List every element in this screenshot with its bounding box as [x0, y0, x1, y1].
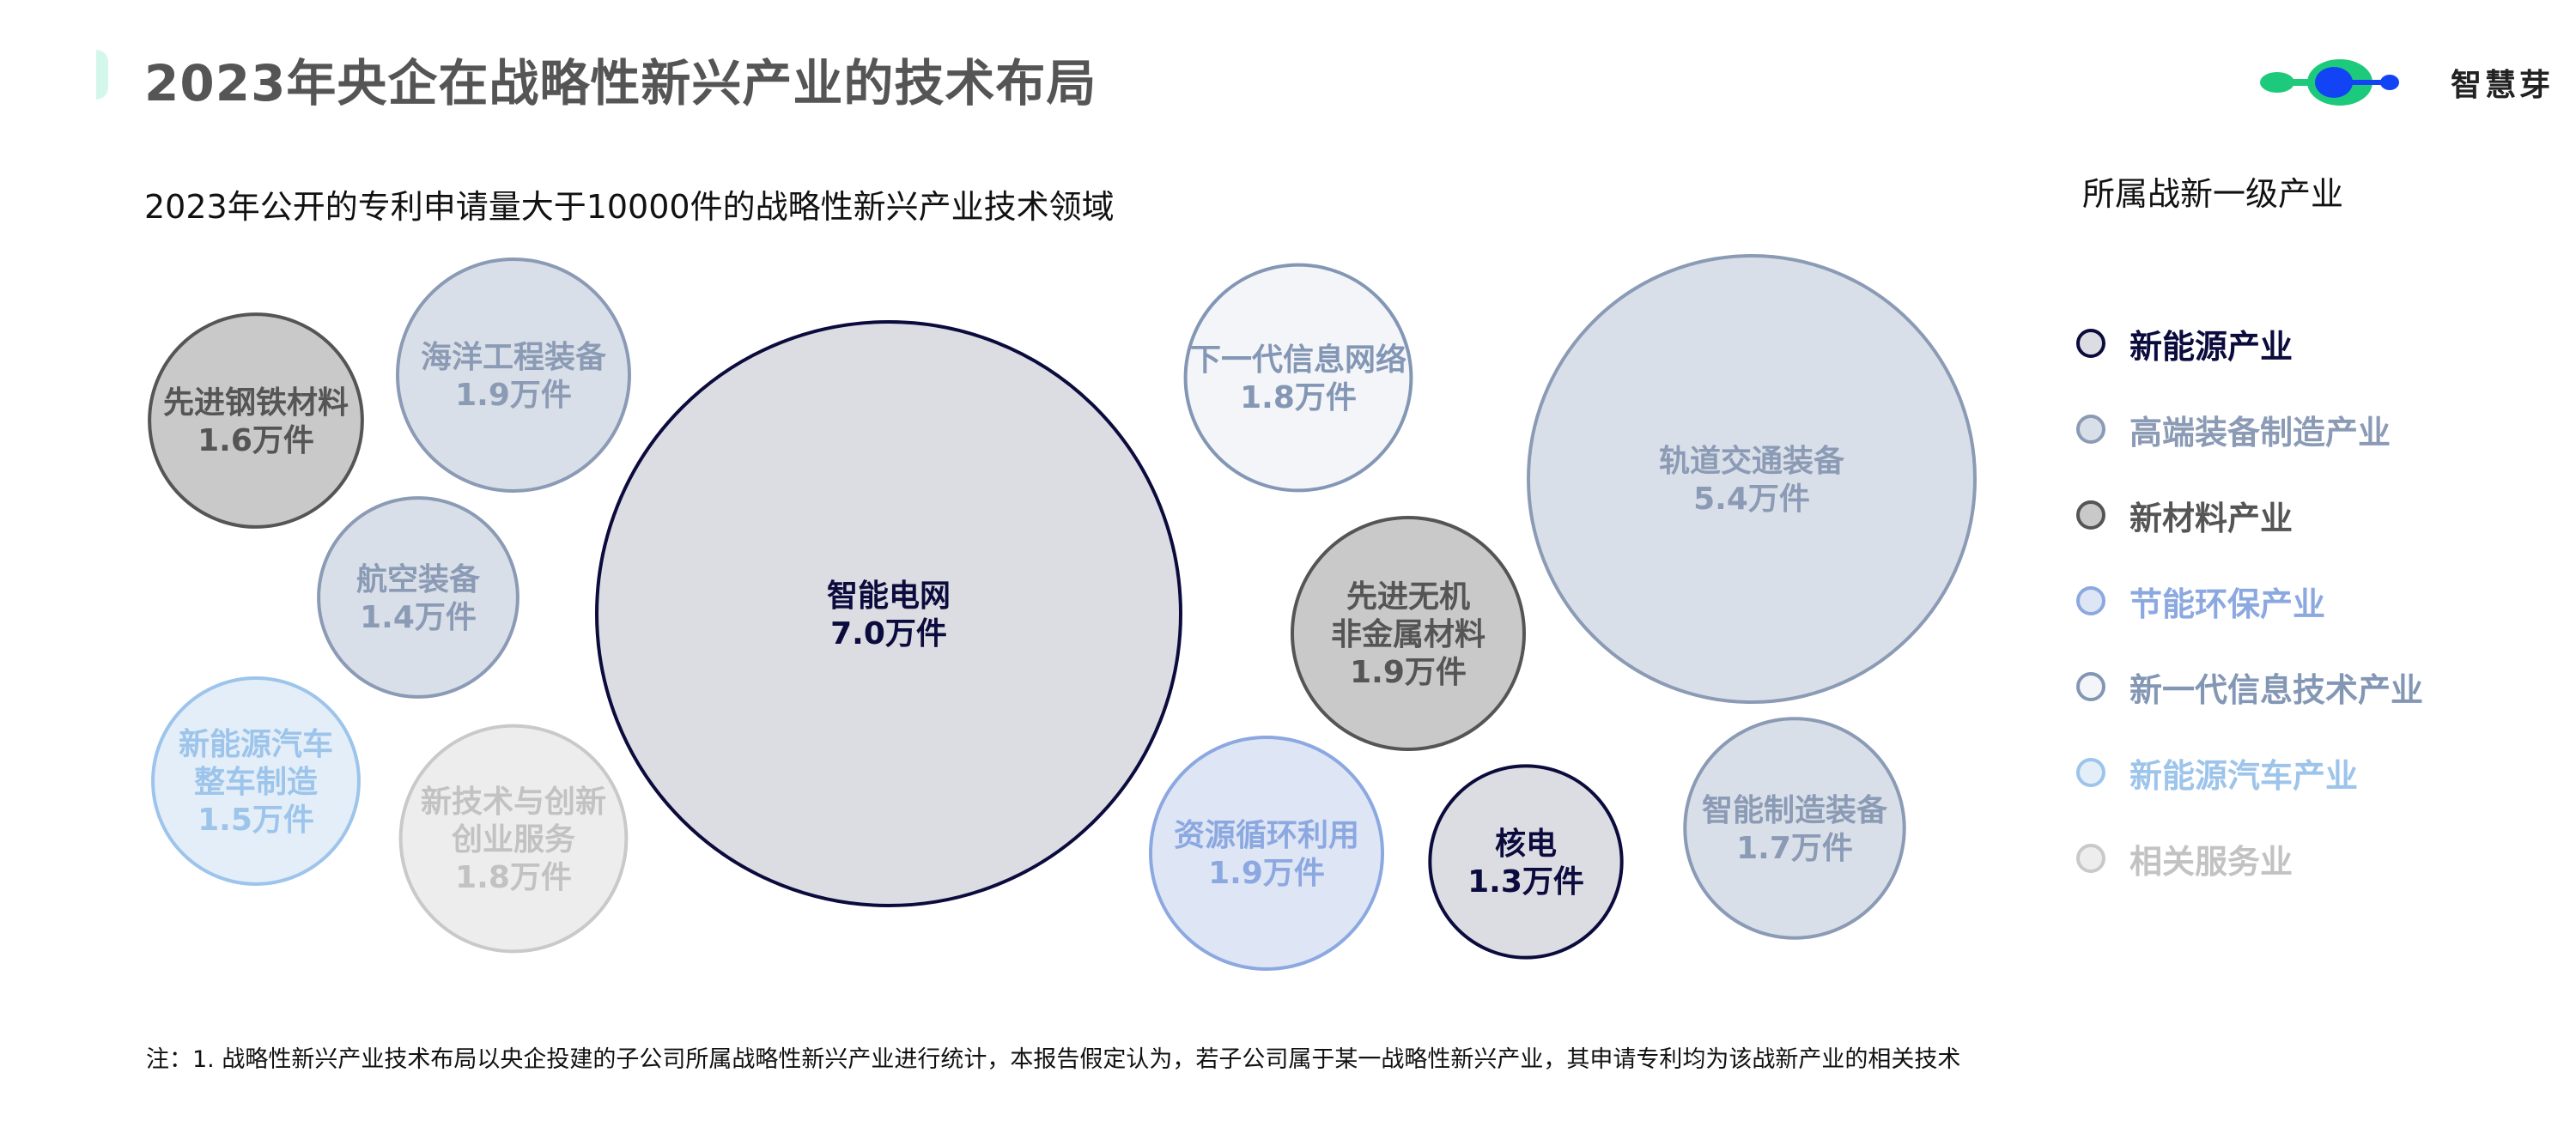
bubble-value-label: 5.4万件 [1693, 482, 1810, 517]
bubble-value-label: 1.3万件 [1467, 864, 1584, 900]
legend-label: 新材料产业 [2129, 499, 2293, 537]
chart-title: 2023年公开的专利申请量大于10000件的战略性新兴产业技术领域 [144, 188, 1115, 226]
bubble-name-label: 非金属材料 [1331, 616, 1485, 652]
legend-item: 高端装备制造产业 [2076, 386, 2423, 472]
bubble-name-label: 智能电网 [827, 579, 951, 614]
bubble-name-label: 资源循环利用 [1174, 818, 1359, 853]
legend-swatch-icon [2076, 758, 2105, 787]
brand-logo: 智慧芽 [2258, 58, 2554, 106]
bubble-circle [1291, 516, 1526, 751]
bubble-circle [595, 320, 1182, 907]
bubble-value-label: 1.9万件 [1350, 655, 1467, 690]
bubble-name-label: 新技术与创新 [421, 785, 606, 820]
bubble-value-label: 1.8万件 [1240, 380, 1357, 415]
bubble-circle [317, 496, 519, 699]
footnote: 注：1. 战略性新兴产业技术布局以央企投建的子公司所属战略性新兴产业进行统计，本… [146, 1046, 1961, 1073]
legend-item: 新一代信息技术产业 [2076, 644, 2423, 730]
bubble-name-label: 整车制造 [194, 765, 318, 800]
bubble-name-label: 先进无机 [1346, 579, 1470, 615]
legend-label: 高端装备制造产业 [2129, 413, 2391, 451]
bubble-name-label: 轨道交通装备 [1659, 443, 1845, 479]
bubble-name-label: 先进钢铁材料 [163, 385, 349, 421]
bubble-circle [148, 312, 364, 529]
bubble-circle [1527, 254, 1977, 704]
legend-item: 新材料产业 [2076, 472, 2423, 558]
bubble-circle [1149, 736, 1384, 971]
bubble-name-label: 创业服务 [452, 822, 575, 857]
bubble-value-label: 1.5万件 [197, 803, 314, 838]
legend: 新能源产业高端装备制造产业新材料产业节能环保产业新一代信息技术产业新能源汽车产业… [2076, 300, 2423, 901]
bubble-name-label: 核电 [1495, 827, 1557, 862]
bubble-name-label: 海洋工程装备 [421, 340, 607, 375]
legend-label: 新一代信息技术产业 [2129, 670, 2424, 709]
legend-label: 相关服务业 [2129, 842, 2293, 881]
bubble-circle [398, 724, 629, 954]
bubble-name-label: 智能制造装备 [1702, 793, 1888, 828]
bubble: 核电1.3万件 [1428, 764, 1624, 960]
legend-swatch-icon [2076, 329, 2105, 358]
bubble-circle [151, 676, 361, 886]
bubble-name-label: 下一代信息网络 [1190, 342, 1406, 378]
bubble-value-label: 1.4万件 [360, 600, 477, 635]
bubble-value-label: 1.6万件 [197, 423, 314, 458]
bubble-value-label: 7.0万件 [830, 616, 947, 651]
bubble-circle [1683, 717, 1906, 940]
bubble-name-label: 航空装备 [356, 561, 481, 597]
bubble-value-label: 1.7万件 [1736, 831, 1853, 866]
legend-item: 新能源产业 [2076, 300, 2423, 386]
bubble-circle [1183, 263, 1413, 493]
title-accent-bar [96, 50, 108, 100]
legend-swatch-icon [2076, 844, 2105, 873]
legend-title: 所属战新一级产业 [2082, 175, 2344, 213]
legend-item: 节能环保产业 [2076, 558, 2423, 644]
bubble-circle [396, 258, 631, 493]
legend-label: 新能源产业 [2129, 327, 2293, 366]
legend-label: 新能源汽车产业 [2129, 756, 2359, 795]
legend-label: 节能环保产业 [2129, 585, 2326, 623]
legend-swatch-icon [2076, 415, 2105, 444]
logo-icon [2260, 59, 2399, 106]
bubble-name-label: 新能源汽车 [179, 727, 333, 762]
legend-swatch-icon [2076, 500, 2105, 530]
bubble-chart: 智能电网7.0万件轨道交通装备5.4万件海洋工程装备1.9万件先进无机非金属材料… [148, 254, 1977, 971]
bubble-value-label: 1.9万件 [455, 378, 572, 413]
legend-item: 新能源汽车产业 [2076, 730, 2423, 815]
bubble-value-label: 1.8万件 [455, 860, 572, 895]
bubble-value-label: 1.9万件 [1208, 856, 1325, 891]
legend-item: 相关服务业 [2076, 815, 2423, 901]
logo-text: 智慧芽 [2451, 68, 2555, 103]
bubble-circle [1428, 764, 1624, 960]
page-title: 2023年央企在战略性新兴产业的技术布局 [144, 54, 1097, 112]
legend-swatch-icon [2076, 672, 2105, 701]
legend-swatch-icon [2076, 586, 2105, 615]
